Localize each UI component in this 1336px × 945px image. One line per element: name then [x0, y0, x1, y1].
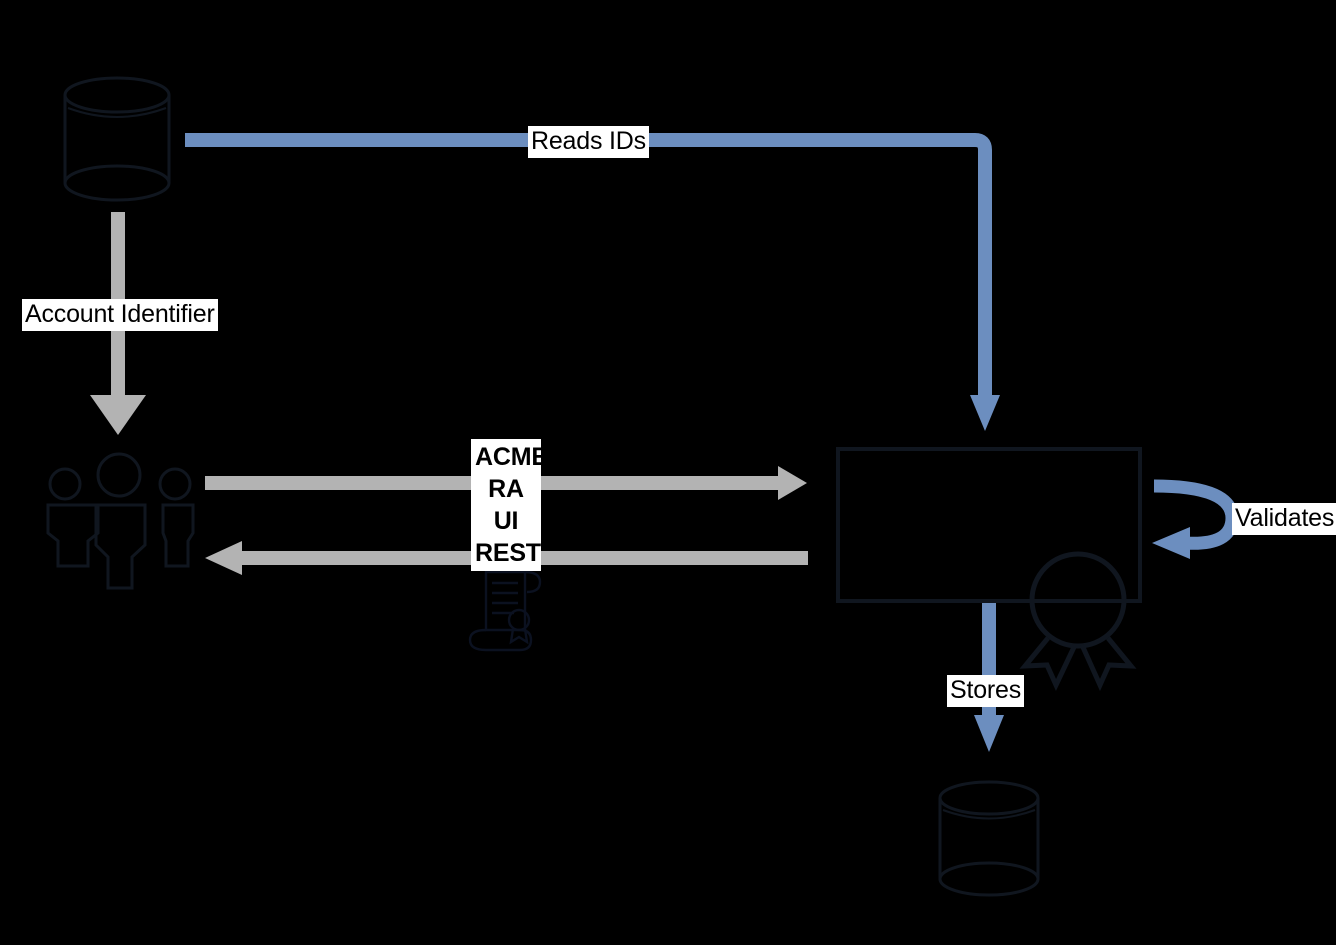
- node-certificate-seal: [1019, 551, 1137, 692]
- edge-label-acme-ra-ui-rest: ACME RA UI REST: [471, 439, 548, 571]
- edge-reads-ids: [185, 133, 1000, 431]
- edge-label-account-identifier: Account Identifier: [22, 299, 218, 331]
- node-users-group: [46, 452, 195, 590]
- acme-ra-ui-rest-line-3: REST: [475, 539, 541, 567]
- edge-label-reads-ids: Reads IDs: [528, 126, 649, 158]
- edge-validates: [1152, 479, 1239, 559]
- acme-ra-ui-rest-line-2: RA UI: [488, 475, 524, 535]
- edge-label-validates: Validates: [1232, 503, 1336, 535]
- node-acme-ra-server: [836, 447, 1142, 603]
- node-certificate-document: [468, 570, 542, 652]
- node-certificate-store-database: [938, 780, 1040, 897]
- edge-label-stores: Stores: [947, 675, 1025, 707]
- node-account-source-database: [63, 76, 171, 202]
- acme-ra-ui-rest-line-1: ACME: [475, 443, 548, 471]
